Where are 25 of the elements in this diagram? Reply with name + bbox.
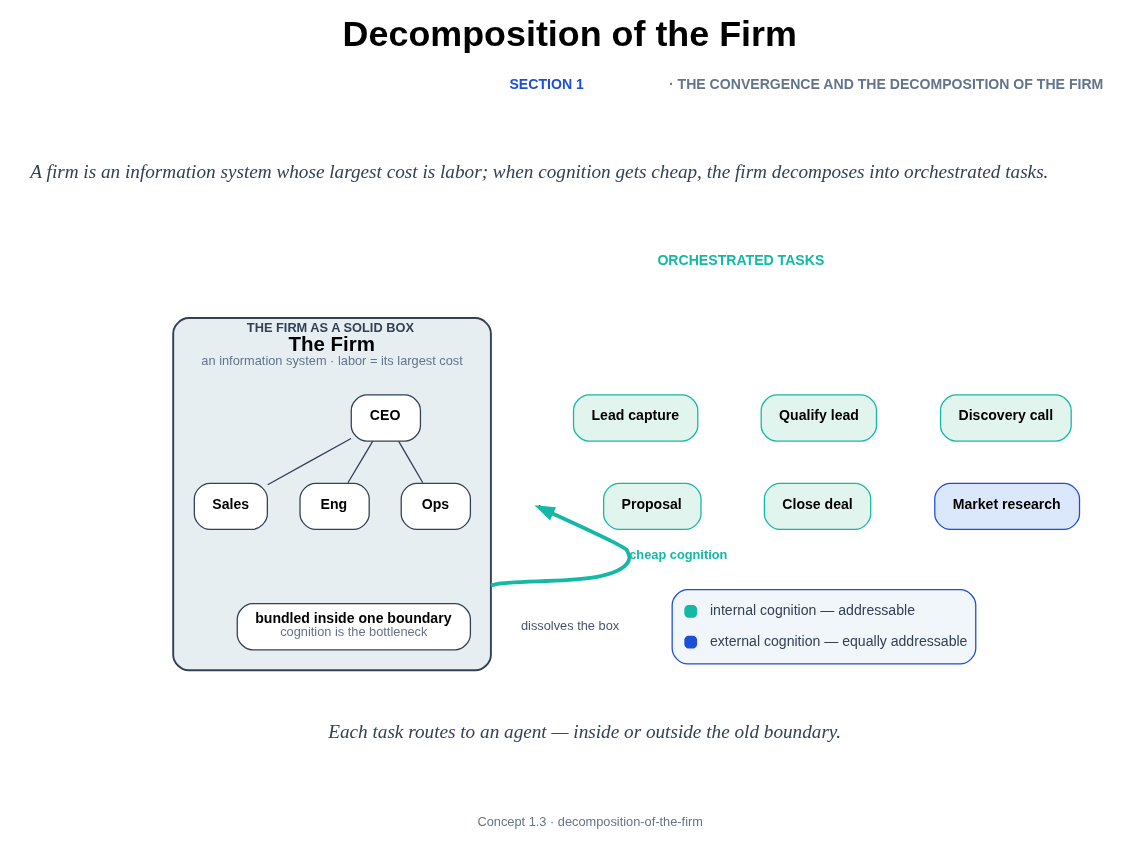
node-box: Market research — [934, 482, 1081, 531]
node-box: Qualify lead — [760, 394, 878, 442]
node-box: Lead capture — [572, 394, 699, 442]
connector — [398, 440, 424, 484]
label: Concept 1.3 · decomposition-of-the-firm — [477, 813, 703, 829]
label: SECTION 1 — [509, 75, 584, 92]
node-box: Sales — [193, 482, 268, 531]
node-box: Proposal — [603, 482, 702, 531]
connector — [267, 437, 352, 486]
diagram-title: Decomposition of the Firm — [342, 13, 797, 54]
label: A firm is an information system whose largest cost is labor; when cognition gets cheap, the firm decomposes into orchestrated tasks. — [30, 160, 1049, 182]
node-box: CEO — [350, 394, 422, 442]
legend-label: external cognition — equally addressable — [709, 632, 968, 649]
connector — [347, 440, 374, 484]
edge-label: cheap cognition — [629, 546, 728, 562]
node-box: Eng — [299, 482, 370, 531]
label: · THE CONVERGENCE AND THE DECOMPOSITION OF THE FIRM — [668, 75, 1104, 92]
label: dissolves the box — [521, 617, 620, 633]
node-box: bundled inside one boundary cognition is the bottleneck — [236, 603, 472, 651]
node-box: Close deal — [763, 482, 872, 531]
label: ORCHESTRATED TASKS — [657, 252, 825, 269]
legend-label: internal cognition — addressable — [709, 601, 915, 618]
node-box: Ops — [400, 482, 472, 531]
node-box: Discovery call — [939, 394, 1072, 442]
caption: Each task routes to an agent — inside or outside the old boundary. — [328, 720, 842, 742]
